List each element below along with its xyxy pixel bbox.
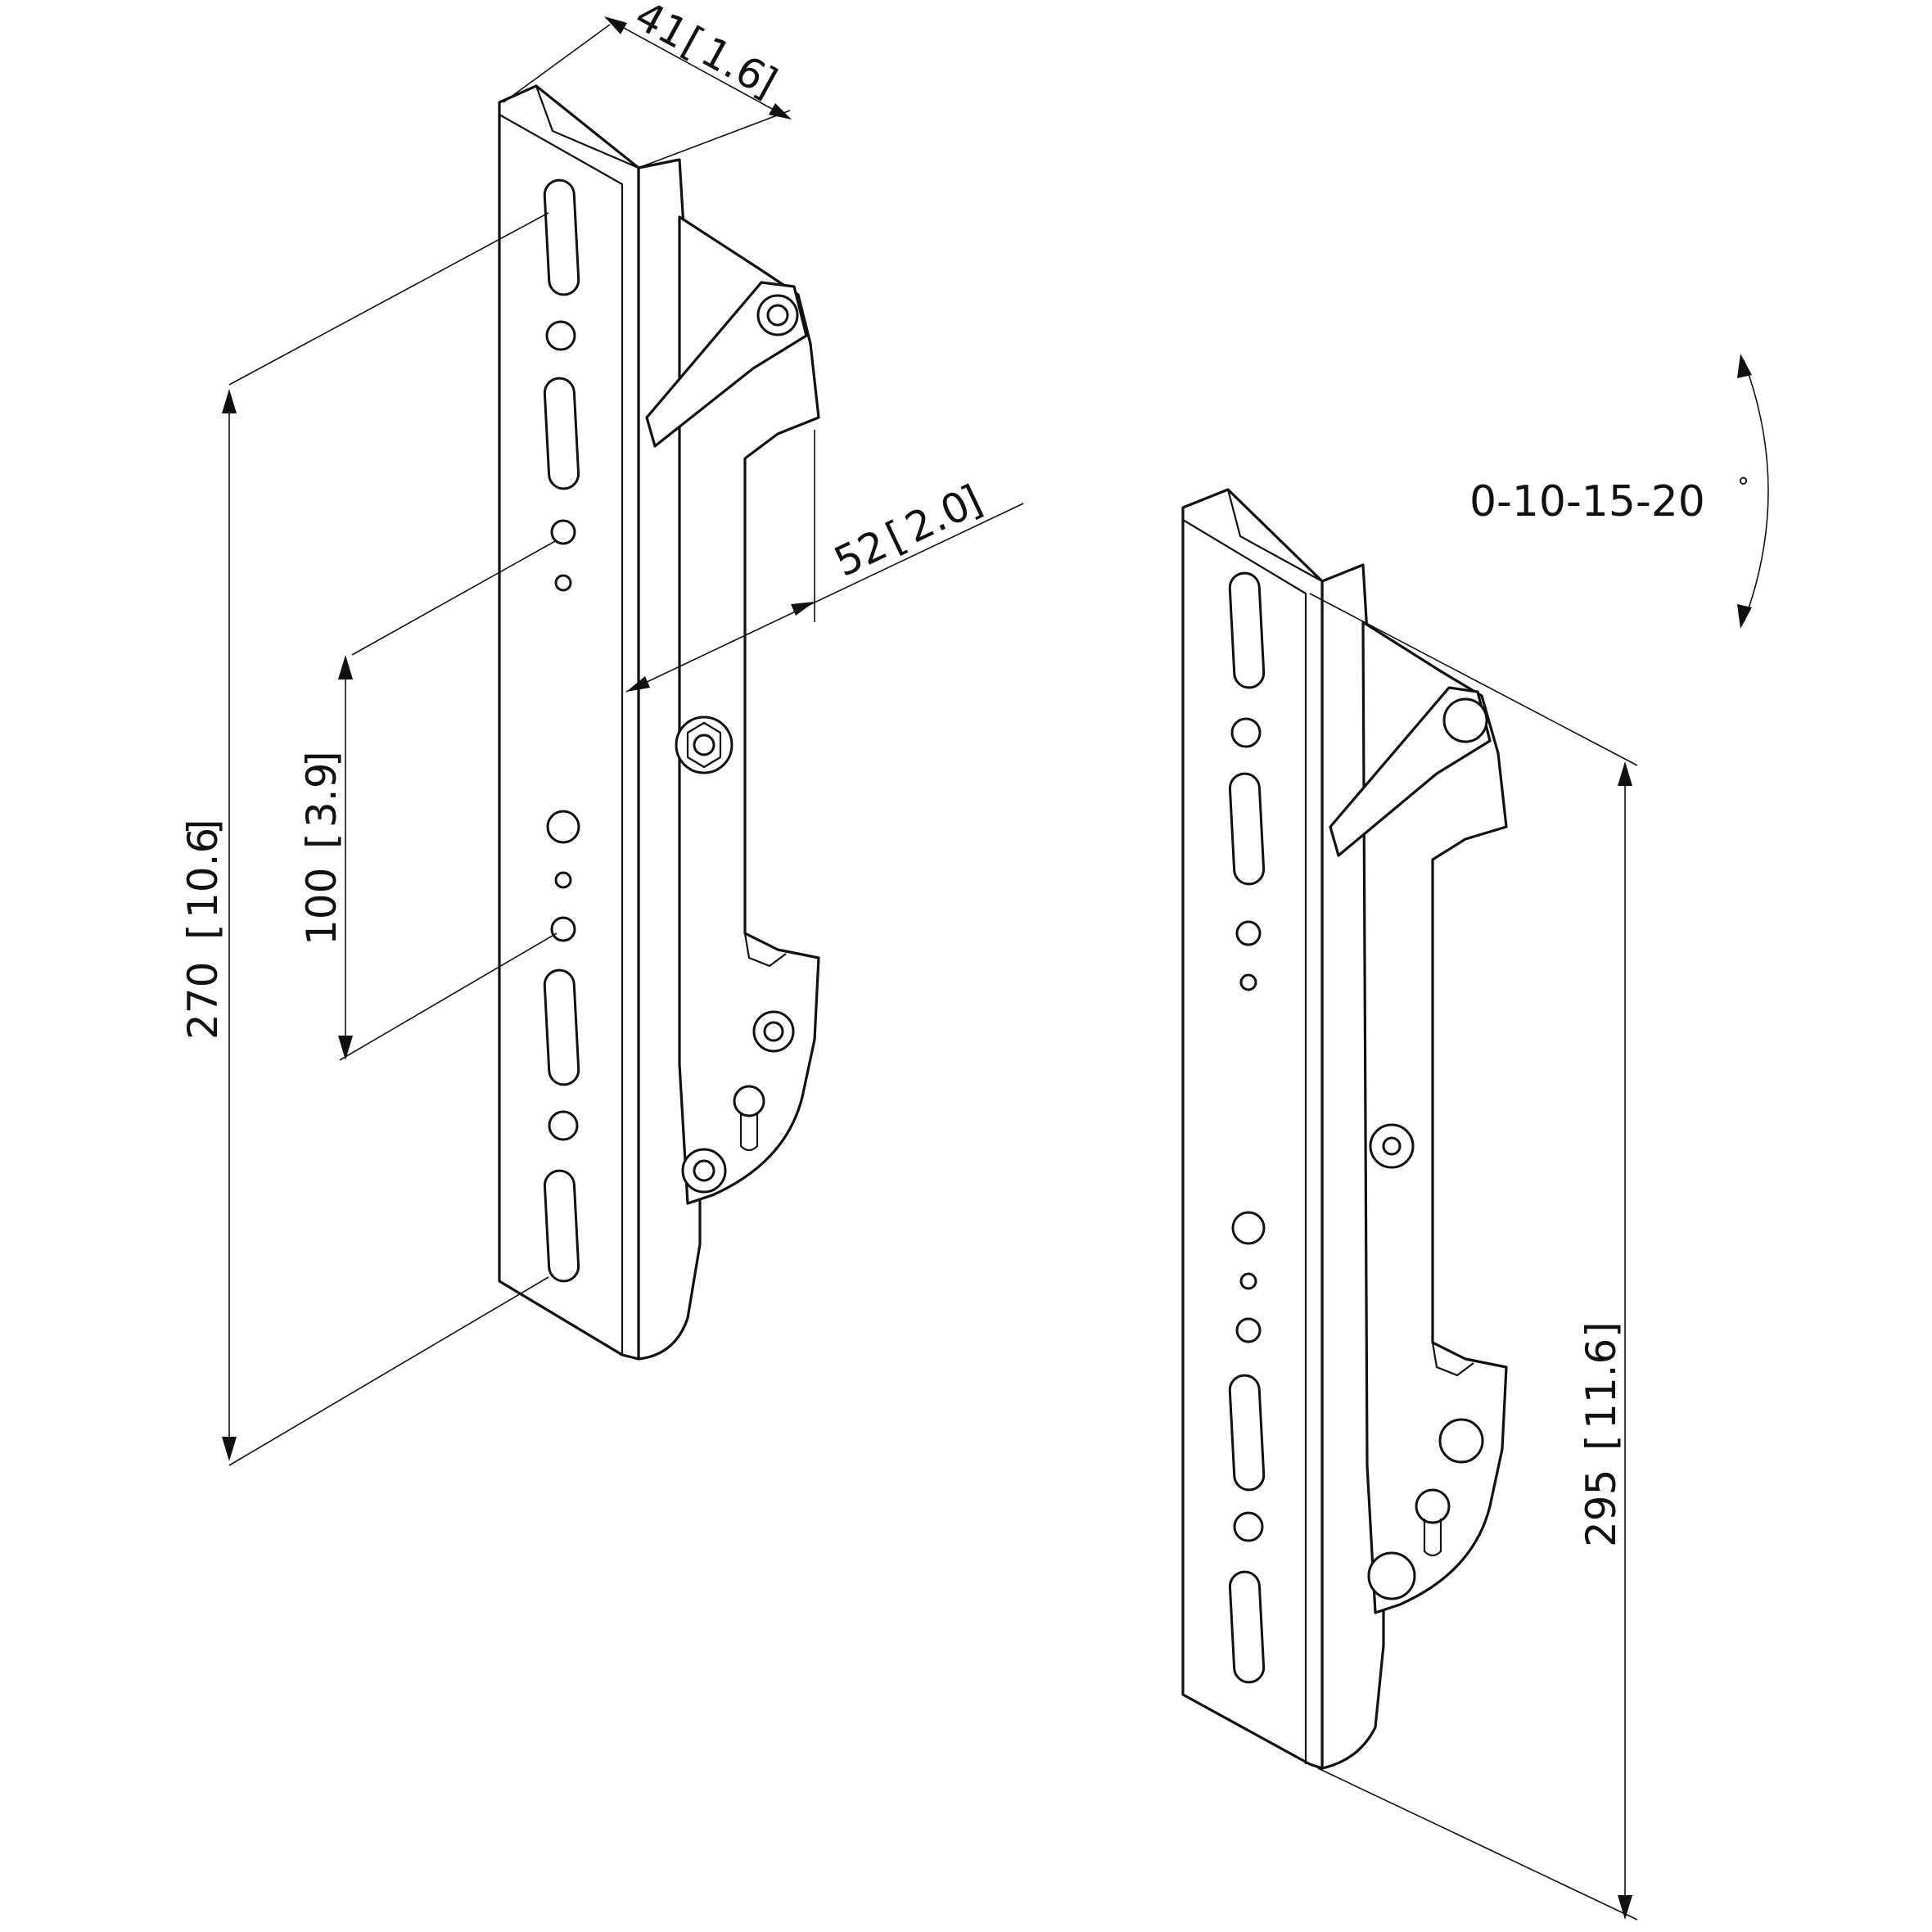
left-lower-hook [743,932,787,968]
left-slot-2 [543,377,580,490]
left-slot-3 [543,968,580,1086]
left-channel-top-lip [535,85,639,169]
right-hole-7 [1233,1511,1264,1542]
tilt-arrow-bottom [1737,604,1752,629]
right-top-pivot [1442,697,1488,743]
dim-270-value: 270 [179,962,227,1040]
left-slot-1 [543,178,580,296]
dim-270-bracket-open: [ [179,923,227,940]
dim-100-arrow-bottom [338,1036,353,1060]
dim-295-extension-top [1309,593,1638,766]
left-hole-3 [554,574,572,592]
left-keyhole-top [733,1085,765,1117]
tilt-unit: ° [1737,473,1749,502]
left-link-plate [678,215,820,1205]
left-slot-4 [543,1169,580,1283]
left-bracket [498,84,820,1361]
dim-52-arrow-right [791,602,815,616]
left-channel-fold [499,114,624,1355]
dim-270-arrow-top [222,389,237,413]
dim-100-extension-bottom [339,932,557,1061]
dim-41-line [605,17,791,120]
dim-295-arrow-bottom [1618,1895,1632,1920]
dimension-100: 100 [ 3.9 ] [298,539,557,1061]
dim-295-arrow-top [1618,761,1632,786]
dim-41-arrow-right [769,103,792,120]
left-hole-2 [550,519,576,545]
dim-295-bracket-value: 11.6 [1578,1338,1625,1429]
dim-100-bracket-open: [ [298,833,345,849]
dim-41-extension-right [638,110,791,169]
left-hole-6 [550,916,576,942]
right-nut-center [1382,1136,1402,1156]
dimension-270: 270 [ 10.6 ] [179,212,549,1466]
dim-295-bracket-close: ] [1578,1321,1625,1338]
right-bottom-pivot [1367,1551,1416,1600]
right-slot-4 [1228,1570,1266,1684]
dim-270-bracket-value: 10.6 [179,828,227,919]
right-hole-4 [1231,1211,1266,1245]
dim-100-value: 100 [298,868,345,946]
left-bottom-pivot-inner [693,1159,715,1182]
tilt-arc [1743,359,1769,623]
dim-270-extension-top [228,212,549,386]
left-hole-5 [554,871,572,889]
right-lower-pivot [1438,1418,1484,1464]
right-slot-2 [1228,772,1266,886]
dim-295-bracket-open: [ [1578,1434,1625,1451]
right-hole-1 [1230,717,1262,748]
right-keyhole-top [1415,1488,1451,1524]
right-channel-fold [1182,519,1307,1764]
dim-52-line [625,503,1024,693]
left-top-pivot-inner [766,304,789,327]
left-hole-1 [545,320,576,351]
right-slot-3 [1228,1374,1266,1492]
right-bracket [1181,488,1508,1770]
right-hole-5 [1239,1272,1257,1290]
dim-270-bracket-close: ] [179,819,227,835]
left-nut-center [693,734,715,756]
tilt-arrow-top [1737,354,1752,378]
right-slot-1 [1228,571,1266,689]
left-hole-7 [548,1110,579,1141]
right-channel-top-lip [1226,489,1323,582]
left-keyhole-slot [739,1113,759,1152]
dim-52-arrow-left [626,676,650,692]
dim-100-bracket-value: 3.9 [298,762,345,828]
dim-295-extension-bottom [1317,1767,1638,1921]
left-nut-hex [686,721,722,769]
dim-295-value: 295 [1578,1469,1625,1547]
dim-100-bracket-close: ] [298,751,345,767]
right-lower-hook [1431,1342,1474,1377]
tilt-label: 0-10-15-20 [1469,477,1705,526]
dim-41-extension-left [503,24,611,103]
tilt-annotation: 0-10-15-20 ° [1469,354,1769,629]
right-keyhole-slot [1423,1519,1442,1557]
dim-100-arrow-top [338,655,353,679]
right-hole-6 [1235,1317,1262,1343]
right-hole-3 [1239,973,1257,991]
dimension-295: 295 [ 11.6 ] [1309,593,1638,1921]
right-hole-2 [1235,920,1262,946]
dim-270-extension-bottom [228,1276,549,1466]
dim-270-arrow-bottom [222,1437,237,1461]
left-lower-pivot-inner [763,1021,784,1042]
dim-100-extension-top [351,539,557,656]
left-hole-4 [546,810,580,844]
dim-41-arrow-left [604,16,627,34]
